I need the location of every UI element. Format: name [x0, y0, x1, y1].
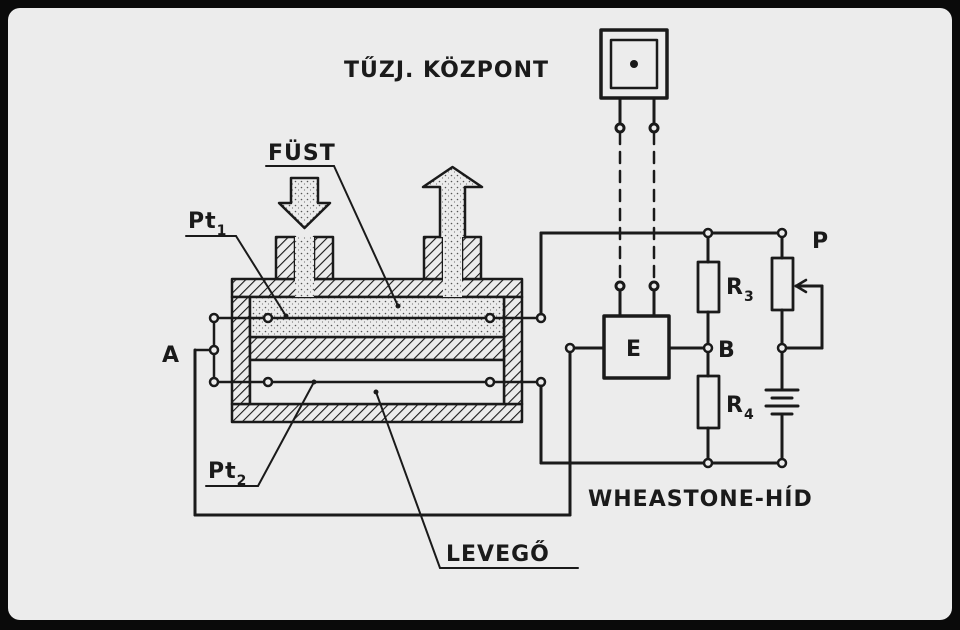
- smoke-outlet-arrow-icon: [421, 165, 484, 239]
- evaluator-label: E: [626, 337, 642, 362]
- bridge-label: WHEASTONE-HÍD: [588, 486, 813, 512]
- node-b-label: B: [718, 338, 736, 363]
- air-label: LEVEGŐ: [446, 541, 550, 567]
- r4-label: R4: [726, 393, 755, 423]
- battery-icon: [764, 388, 800, 416]
- pt2-label: Pt2: [208, 459, 247, 489]
- pt1-label: Pt1: [188, 209, 227, 239]
- r3-label: R3: [726, 275, 755, 305]
- central-label: TŰZJ. KÖZPONT: [344, 57, 549, 83]
- node-a-label: A: [162, 343, 180, 368]
- signal-link-dashed: [618, 131, 656, 284]
- leader-lines: [185, 165, 579, 569]
- smoke-inlet-arrow-icon: [277, 176, 332, 230]
- smoke-label: FÜST: [268, 140, 336, 166]
- pot-label: P: [812, 229, 829, 254]
- wiper-arrow-icon: [794, 278, 808, 294]
- bridge-terminals: [702, 227, 788, 469]
